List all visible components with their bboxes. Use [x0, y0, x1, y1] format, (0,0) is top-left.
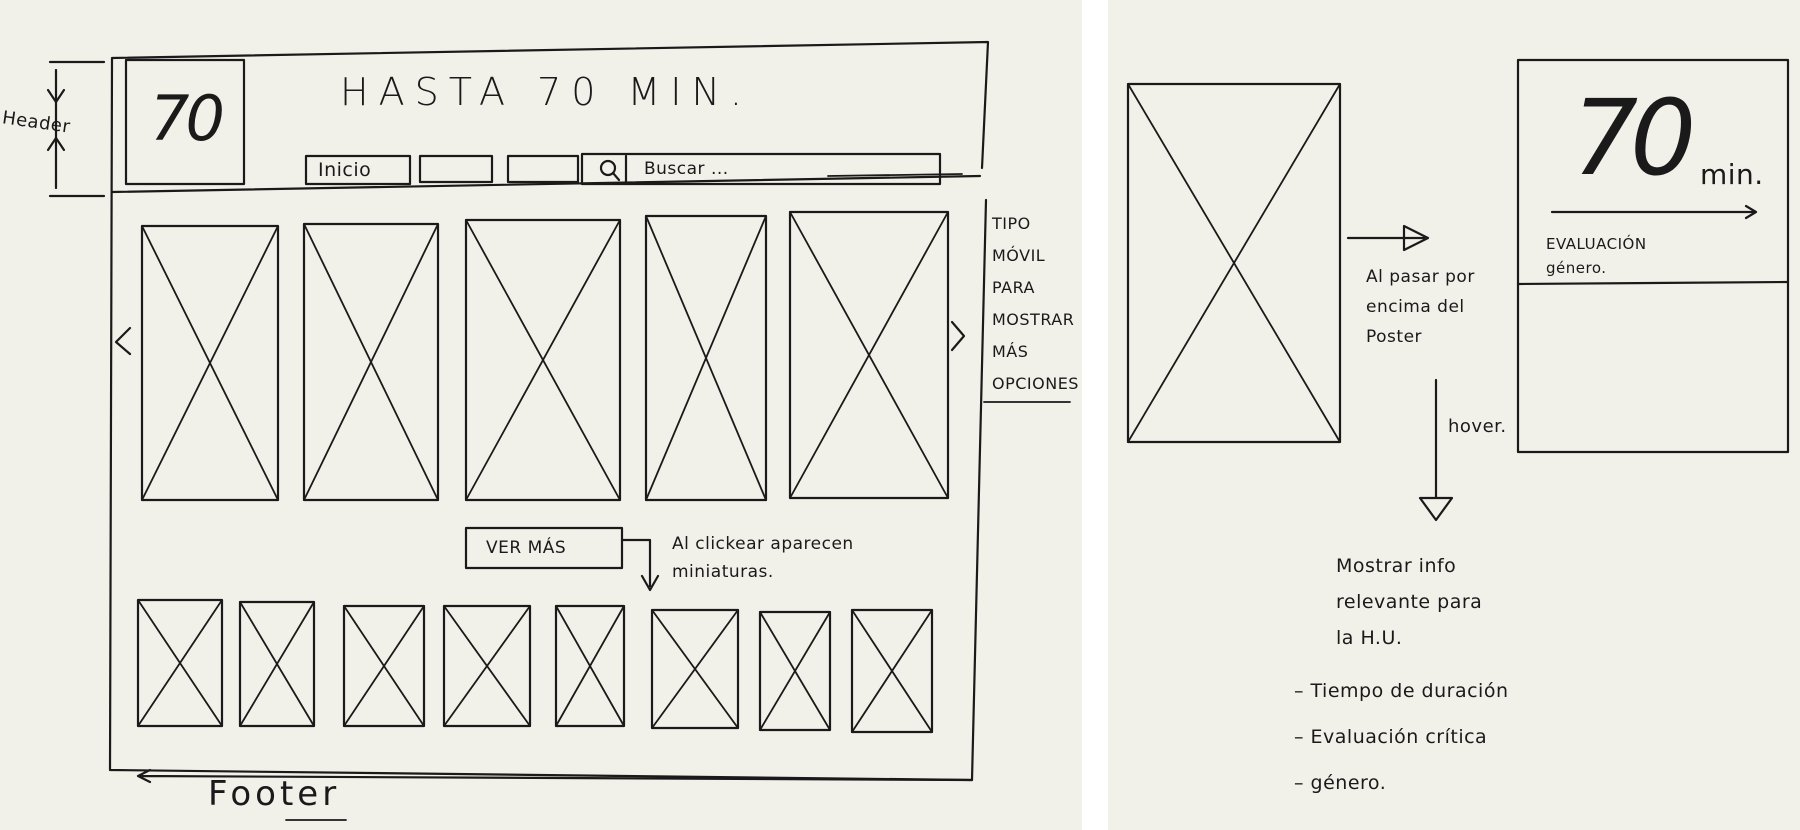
left-sketch-sheet: Header 70 HASTA 70 MIN. Inicio Buscar ..… — [0, 0, 1082, 830]
header-bracket-arrow-bottom — [46, 136, 66, 152]
hover-arrow-right — [1346, 224, 1430, 252]
right-sketch-sheet: 70 min. EVALUACIÓN género. Al pasar por … — [1108, 0, 1800, 830]
hover-card-underline — [1550, 204, 1758, 220]
hover-card-info: EVALUACIÓN género. — [1546, 235, 1647, 277]
carousel-prev-arrow — [114, 326, 132, 356]
footer-label: Footer — [208, 774, 341, 814]
carousel-poster — [644, 214, 768, 502]
site-title: HASTA 70 MIN. — [340, 70, 752, 114]
hover-arrow-down — [1418, 378, 1454, 522]
hover-label: hover. — [1448, 416, 1507, 437]
logo-box — [124, 58, 246, 186]
info-list-item: – Tiempo de duración — [1294, 680, 1509, 702]
thumbnail — [850, 608, 934, 734]
header-bracket-arrow-top — [46, 88, 66, 104]
carousel-poster — [788, 210, 950, 500]
thumbnail — [342, 604, 426, 728]
search-box-outline — [580, 152, 942, 186]
thumbnail-row — [136, 598, 934, 734]
logo-text: 70 — [150, 82, 225, 155]
thumbnail — [136, 598, 224, 728]
footer-arrow — [136, 768, 974, 784]
header-bracket — [48, 60, 106, 198]
header-divider — [110, 174, 982, 194]
info-note: Mostrar info relevante para la H.U. — [1336, 555, 1483, 649]
see-more-note: Al clickear aparecen miniaturas. — [672, 534, 854, 582]
carousel-next-arrow — [950, 320, 966, 352]
see-more-arrow — [620, 538, 660, 592]
page-frame — [108, 40, 990, 782]
search-input[interactable]: Buscar ... — [644, 159, 729, 179]
thumbnail — [442, 604, 532, 728]
see-more-button-outline — [464, 526, 624, 570]
nav-button-3-outline — [506, 154, 580, 184]
right-sketch-lines — [1126, 58, 1790, 522]
thumbnail — [650, 608, 740, 730]
see-more-button[interactable]: VER MÁS — [486, 538, 567, 558]
search-box-underline — [827, 173, 963, 177]
carousel-poster — [302, 222, 440, 502]
nav-home-label[interactable]: Inicio — [318, 159, 372, 181]
thumbnail — [238, 600, 316, 728]
carousel-poster — [464, 218, 622, 502]
hover-card-unit: min. — [1700, 158, 1764, 191]
left-sketch-lines — [46, 40, 1071, 821]
nav-home-button-outline — [304, 154, 412, 186]
carousel-poster — [140, 224, 280, 502]
thumbnail — [554, 604, 626, 728]
carousel-posters — [140, 210, 950, 502]
hover-note: Al pasar por encima del Poster — [1366, 267, 1475, 347]
search-icon — [599, 159, 617, 177]
thumbnail — [758, 610, 832, 732]
carousel-note: TIPO MÓVIL PARA MOSTRAR MÁS OPCIONES — [992, 214, 1079, 393]
poster-placeholder — [1126, 82, 1342, 444]
hover-card-divider — [1516, 280, 1790, 286]
info-list-item: – Evaluación crítica — [1294, 726, 1488, 748]
hover-card-number: 70 — [1572, 77, 1696, 199]
nav-button-2-outline — [418, 154, 494, 184]
hover-card-outline — [1516, 58, 1790, 454]
info-list-item: – género. — [1294, 772, 1387, 794]
info-list: – Tiempo de duración – Evaluación crític… — [1294, 668, 1509, 806]
